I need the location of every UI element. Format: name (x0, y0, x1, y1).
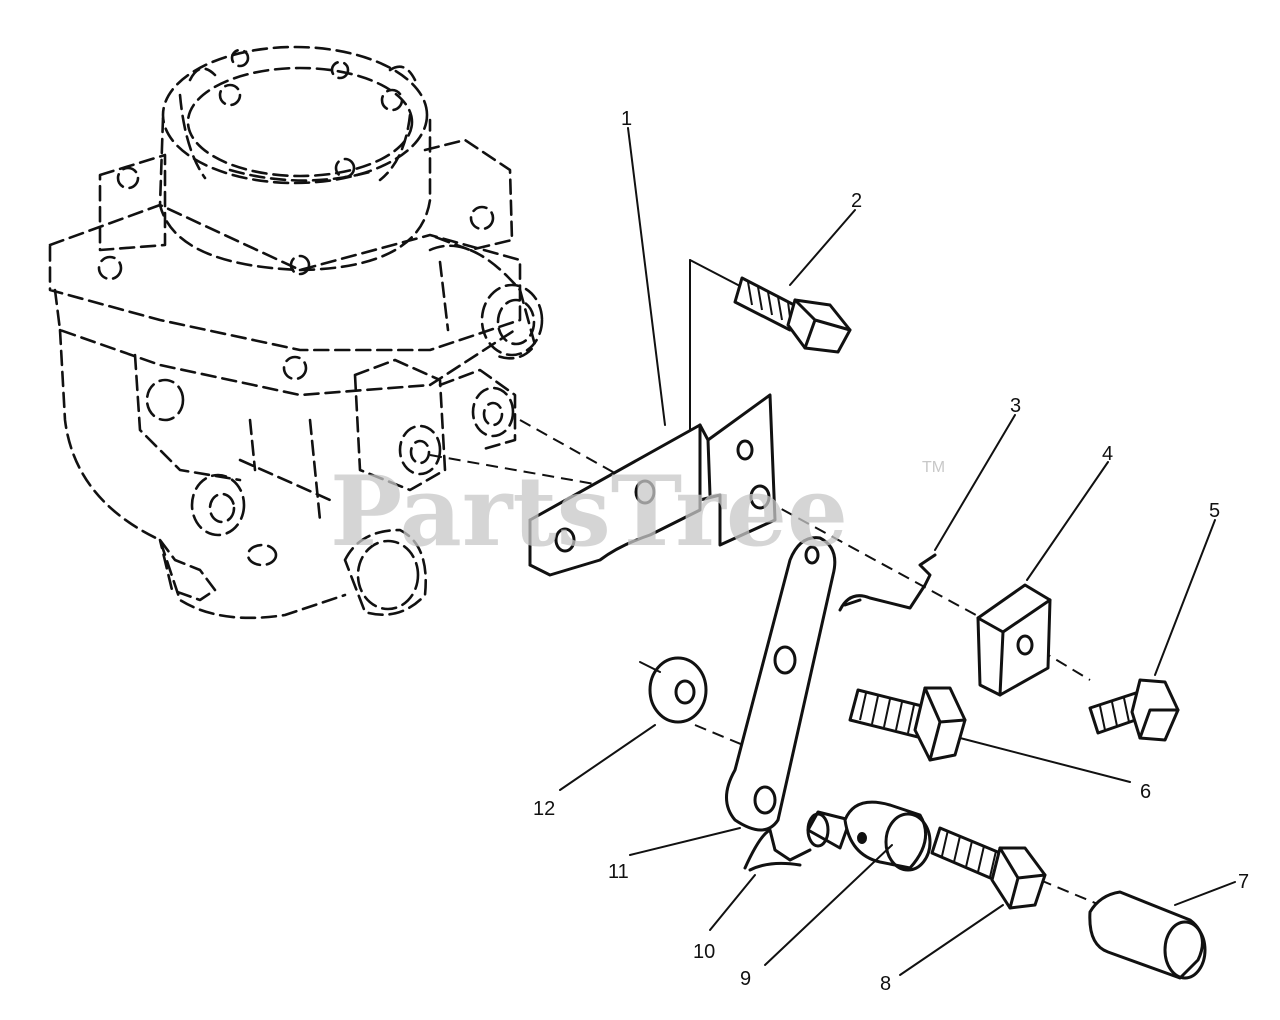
callout-labels: 1 2 3 4 5 6 7 8 9 10 11 12 (533, 108, 1249, 995)
bracket-part-1 (528, 393, 777, 577)
callout-8: 8 (880, 973, 891, 995)
callout-3: 3 (1010, 395, 1021, 417)
clip-part-4 (976, 583, 1052, 697)
callout-5: 5 (1209, 500, 1220, 522)
ferrule-part-9 (806, 800, 932, 872)
cap-part-7 (1088, 890, 1207, 980)
callout-12: 12 (533, 798, 555, 820)
spring-part-3 (838, 553, 937, 612)
link-plate-part-11 (725, 536, 837, 832)
callout-10: 10 (693, 941, 715, 963)
watermark-trademark: TM (922, 459, 945, 476)
callout-9: 9 (740, 968, 751, 990)
watermark-text: PartsTree (330, 455, 848, 568)
carburetor-outline (48, 45, 544, 620)
hairpin-clip-part-10 (743, 828, 812, 872)
callout-7: 7 (1238, 871, 1249, 893)
callout-1: 1 (621, 108, 632, 130)
leader-lines (559, 127, 1236, 976)
callout-6: 6 (1140, 781, 1151, 803)
hex-bolt-part-6 (848, 686, 967, 762)
washer-part-12 (639, 656, 708, 724)
hex-bolt-part-2 (733, 276, 852, 354)
callout-4: 4 (1102, 443, 1113, 465)
callout-2: 2 (851, 190, 862, 212)
hex-bolt-part-8 (930, 826, 1047, 910)
hex-bolt-part-5 (1088, 678, 1180, 742)
callout-11: 11 (608, 861, 629, 883)
